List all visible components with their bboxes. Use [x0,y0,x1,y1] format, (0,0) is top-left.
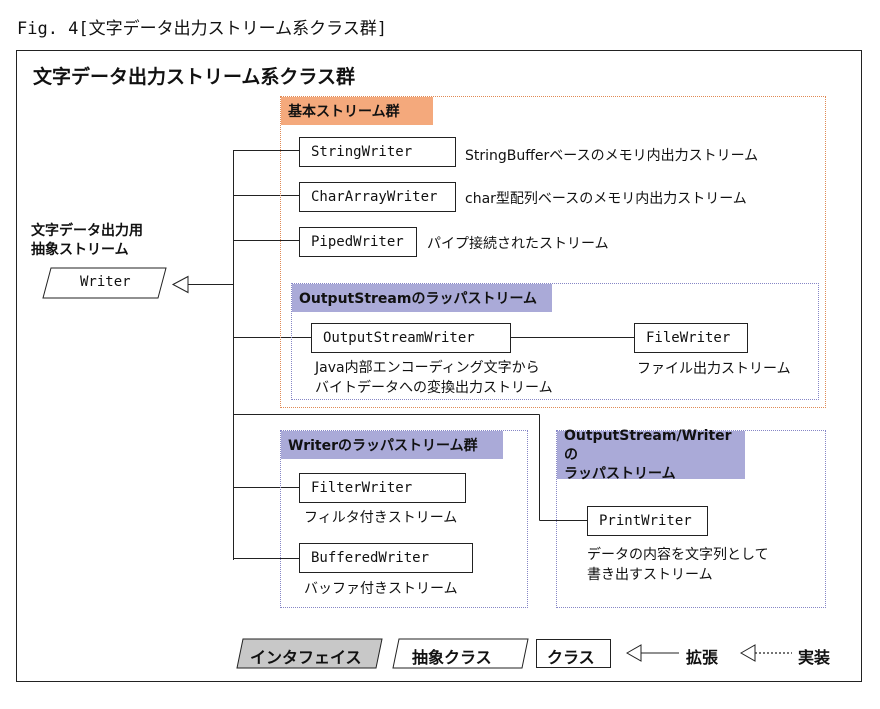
writer-description-line1: 文字データ出力用 [31,223,143,239]
legend-extends-arrowhead [625,644,642,662]
printwriter-description-line2: 書き出すストリーム [587,567,713,583]
extends-arrowhead [171,275,189,294]
figure-caption: Fig. 4[文字データ出力ストリーム系クラス群] [17,19,388,39]
outputstream-wrapper-group [291,283,819,400]
pipedwriter-description: パイプ接続されたストリーム [427,236,609,252]
legend-extends-label: 拡張 [686,648,719,667]
filterwriter-class: FilterWriter [299,473,466,503]
legend-implements-arrowhead [739,644,756,662]
chararraywriter-class: CharArrayWriter [299,182,456,212]
printwriter-description: データの内容を文字列として 書き出すストリーム [587,545,769,585]
outputstreamwriter-description-line2: バイトデータへの変換出力ストリーム [315,380,553,396]
legend-interface-label: インタフェイス [250,648,362,667]
basic-stream-group [280,96,826,408]
outputstreamwriter-description: Java内部エンコーディング文字から バイトデータへの変換出力ストリーム [315,358,553,398]
writer-description-line2: 抽象ストリーム [31,242,129,258]
stringwriter-class: StringWriter [299,137,456,167]
outputstream-writer-wrapper-header-line2: ラッパストリーム [564,465,676,482]
bufferedwriter-description: バッファ付きストリーム [304,581,458,597]
legend-abstract-shape [392,638,529,669]
writer-description: 文字データ出力用 抽象ストリーム [31,222,143,260]
writer-wrapper-group [280,430,528,608]
outputstream-writer-wrapper-group [556,430,826,608]
writer-wrapper-group-header: Writerのラッパストリーム群 [281,431,503,459]
outputstreamwriter-description-line1: Java内部エンコーディング文字から [315,360,540,376]
legend-class-label: クラス [547,648,595,667]
writer-abstract-shape [42,267,167,299]
stringwriter-description: StringBufferベースのメモリ内出力ストリーム [465,148,759,164]
filewriter-class: FileWriter [634,323,748,353]
outputstream-writer-wrapper-group-header: OutputStream/Writerの ラッパストリーム [557,428,745,482]
basic-stream-group-header: 基本ストリーム群 [281,97,433,125]
chararraywriter-description: char型配列ベースのメモリ内出力ストリーム [465,191,747,207]
bufferedwriter-class: BufferedWriter [299,543,473,573]
legend-abstract-class-label: 抽象クラス [412,648,492,667]
legend-interface-shape [236,638,383,669]
printwriter-class: PrintWriter [587,506,708,536]
filterwriter-description: フィルタ付きストリーム [304,510,458,526]
outputstream-writer-wrapper-header-line1: OutputStream/Writerの [564,427,732,463]
outputstreamwriter-class: OutputStreamWriter [311,323,511,353]
writer-label: Writer [80,274,131,290]
legend-implements-label: 実装 [798,648,831,667]
diagram-title: 文字データ出力ストリーム系クラス群 [33,66,356,88]
pipedwriter-class: PipedWriter [299,227,417,257]
outputstream-wrapper-group-header: OutputStreamのラッパストリーム [292,284,552,312]
legend-class-shape [536,639,611,668]
diagram-frame [16,50,862,682]
printwriter-description-line1: データの内容を文字列として [587,547,769,563]
filewriter-description: ファイル出力ストリーム [637,361,791,377]
